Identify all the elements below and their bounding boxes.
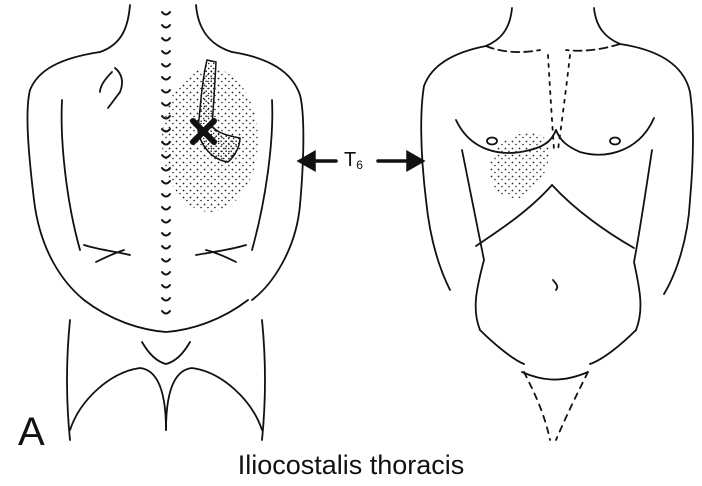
vertebra-mark (162, 90, 170, 93)
front-arm-right (664, 200, 690, 294)
back-arm-left (34, 200, 84, 300)
vertebra-mark (162, 25, 170, 28)
back-buttock-right (166, 368, 262, 430)
back-pain-zone (162, 60, 258, 212)
vertebra-mark (162, 285, 170, 288)
vertebra-mark (162, 272, 170, 275)
front-nipple-right (610, 138, 620, 145)
vertebra-mark (162, 51, 170, 54)
front-sternum (548, 55, 554, 150)
back-buttock-left (70, 368, 166, 430)
vertebra-mark (162, 181, 170, 184)
vertebra-mark (162, 194, 170, 197)
front-nipple-left (487, 138, 497, 145)
vertebra-mark (162, 77, 170, 80)
back-neck-left (100, 5, 130, 52)
vertebra-mark (162, 207, 170, 210)
front-rib-arch (476, 185, 634, 248)
front-hip-left (480, 330, 524, 364)
front-pectoral-right (556, 118, 654, 155)
level-label-sub: 6 (356, 158, 363, 172)
panel-letter: A (18, 410, 45, 455)
level-label-main: T (344, 149, 356, 171)
back-shoulder-left (27, 52, 100, 200)
front-torso-left (462, 150, 484, 330)
back-neck-right (196, 5, 232, 52)
vertebra-mark (162, 259, 170, 262)
front-neck-left (486, 8, 512, 46)
vertebra-mark (162, 246, 170, 249)
back-torso-left (62, 100, 80, 250)
front-clavicle-right (566, 44, 620, 51)
arrow-right-head (408, 153, 422, 169)
vertebra-mark (162, 220, 170, 223)
vertebra-mark (162, 38, 170, 41)
front-hip-right (590, 330, 636, 364)
vertebra-mark (162, 12, 170, 15)
vertebra-mark (162, 298, 170, 301)
front-shoulder-left (421, 46, 486, 200)
back-waist-right (196, 245, 246, 255)
front-navel (553, 280, 557, 290)
vertebral-level-label: T6 (344, 149, 363, 172)
vertebra-mark (162, 233, 170, 236)
vertebra-mark (162, 311, 170, 314)
front-shoulder-right (620, 44, 693, 200)
back-pelvis (84, 300, 248, 332)
front-groin (522, 372, 588, 380)
front-clavicle-left (486, 46, 540, 52)
front-neck-right (594, 8, 620, 44)
front-pain-zone (490, 133, 550, 199)
vertebra-mark (162, 64, 170, 67)
figure-caption: Iliocostalis thoracis (0, 450, 702, 481)
front-torso-right (634, 150, 652, 330)
front-arm-left (426, 200, 450, 290)
front-view-figure (421, 8, 693, 440)
